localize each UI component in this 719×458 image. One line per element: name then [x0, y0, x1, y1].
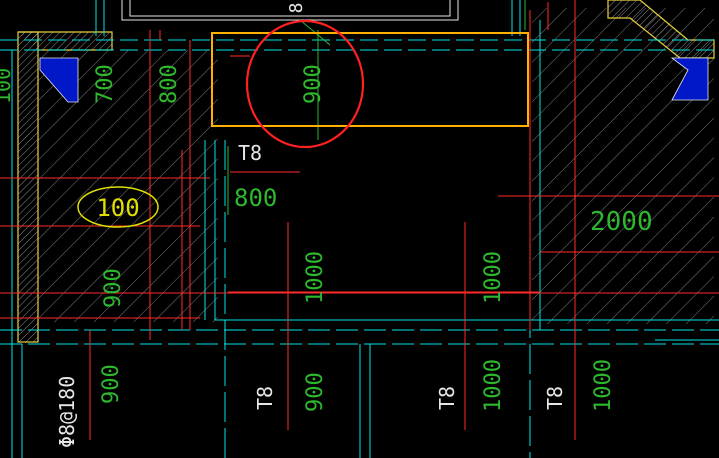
slab-tag-ellipse[interactable]: [77, 186, 159, 228]
label-t8-bottom-2: T8: [435, 386, 459, 410]
dim-1000-right: 1000: [481, 251, 506, 304]
dim-2000: 2000: [590, 207, 653, 237]
wall-top-right: [607, 0, 715, 59]
dim-800-top: 800: [157, 64, 182, 104]
label-rebar-spec: Φ8@180: [55, 376, 79, 448]
top-mark: 8: [286, 3, 307, 14]
dim-700: 700: [93, 64, 118, 104]
dim-800-mid: 800: [234, 184, 277, 212]
dim-900-bottom-mid: 900: [303, 372, 328, 412]
dim-900-bottom-left: 900: [99, 364, 124, 404]
circle-mark[interactable]: [245, 19, 365, 149]
axis-lines: [0, 20, 719, 458]
label-t8-bottom-1: T8: [253, 386, 277, 410]
rebar-lines: [0, 0, 719, 440]
dim-1000-mid: 1000: [303, 251, 328, 304]
column-fill-right: [670, 57, 709, 101]
highlight-box[interactable]: [211, 32, 529, 127]
dim-900-circled: 900: [301, 64, 326, 104]
top-frame: [95, 0, 521, 36]
dim-100-edge: 100: [0, 68, 15, 104]
dim-900-left: 900: [101, 268, 126, 308]
label-t8-bottom-3: T8: [543, 386, 567, 410]
wall-left: [17, 31, 113, 343]
dim-1000-bottom-right: 1000: [591, 359, 616, 412]
slab-tag-100: 100: [96, 194, 139, 222]
column-fill-left: [39, 57, 79, 103]
label-t8-upper: T8: [238, 141, 262, 165]
dim-1000-bottom-mid: 1000: [481, 359, 506, 412]
